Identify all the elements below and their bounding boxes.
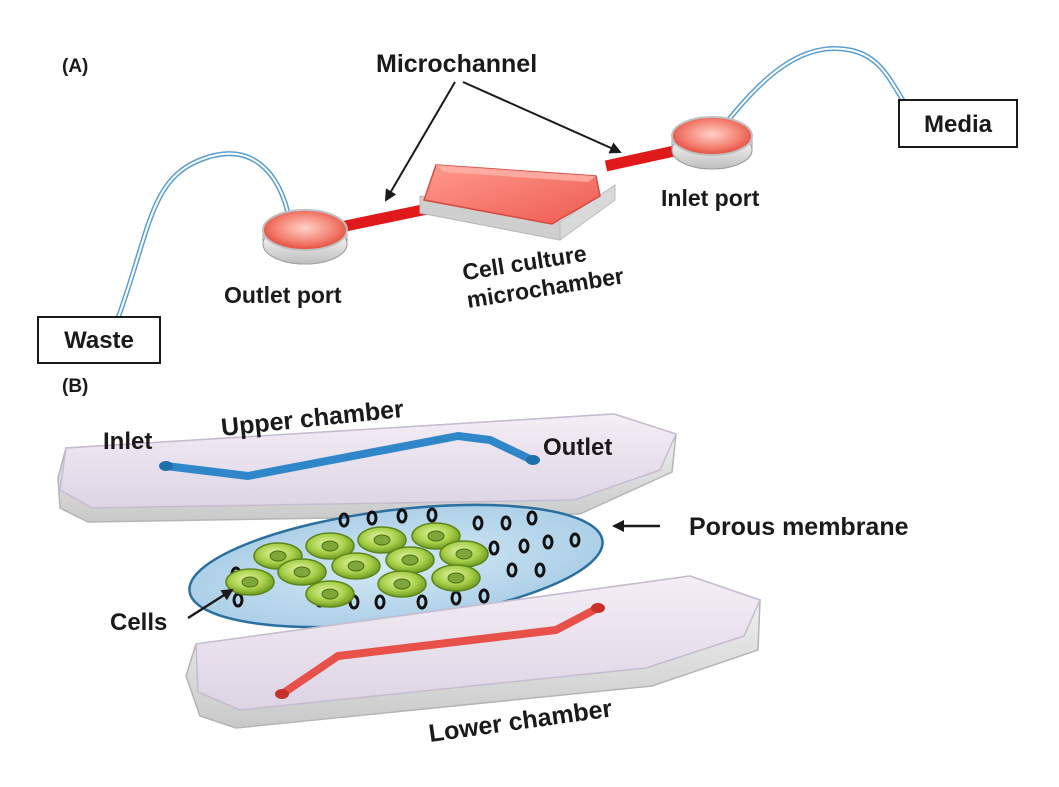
cells-group xyxy=(225,522,489,608)
microchannel-label: Microchannel xyxy=(376,50,537,78)
cell-culture-microchamber-shape xyxy=(419,164,616,241)
cells-label: Cells xyxy=(110,609,167,636)
cell xyxy=(305,532,355,560)
media-box xyxy=(898,99,1018,148)
outlet-label: Outlet xyxy=(543,434,612,461)
media-label: Media xyxy=(924,111,993,138)
microchannel-left xyxy=(334,202,434,234)
cell xyxy=(431,564,481,592)
cell xyxy=(225,568,275,596)
panel-b-label: (B) xyxy=(62,376,88,397)
upper-channel xyxy=(162,432,536,480)
media-tubing xyxy=(720,46,907,130)
inlet-port-label: Inlet port xyxy=(661,185,760,211)
waste-label: Waste xyxy=(64,327,134,354)
cell xyxy=(385,546,435,574)
cell xyxy=(331,552,381,580)
media-tubing-highlight xyxy=(721,47,905,129)
cell xyxy=(439,540,489,568)
panel-a-label: (A) xyxy=(62,56,88,77)
lower-channel xyxy=(278,604,602,698)
upper-inlet-dot xyxy=(159,461,173,471)
cell xyxy=(305,580,355,608)
lower-inlet-dot xyxy=(275,689,289,699)
inlet-label: Inlet xyxy=(103,428,152,455)
cell xyxy=(411,522,461,550)
outlet-port-shape xyxy=(262,209,348,265)
waste-box xyxy=(37,316,161,364)
microchannel-arrow-right xyxy=(462,81,622,154)
waste-tubing-highlight xyxy=(117,152,291,319)
cell xyxy=(357,526,407,554)
cell xyxy=(377,570,427,598)
inlet-port-shape xyxy=(671,116,753,170)
outlet-port-label: Outlet port xyxy=(224,282,342,308)
cell xyxy=(277,558,327,586)
microchannel-arrow-left xyxy=(384,81,456,202)
cells-arrow xyxy=(187,588,234,620)
lower-outlet-dot xyxy=(591,603,605,613)
upper-outlet-dot xyxy=(526,455,540,465)
upper-chamber-slab xyxy=(57,413,678,523)
porous-membrane-label: Porous membrane xyxy=(689,513,909,541)
